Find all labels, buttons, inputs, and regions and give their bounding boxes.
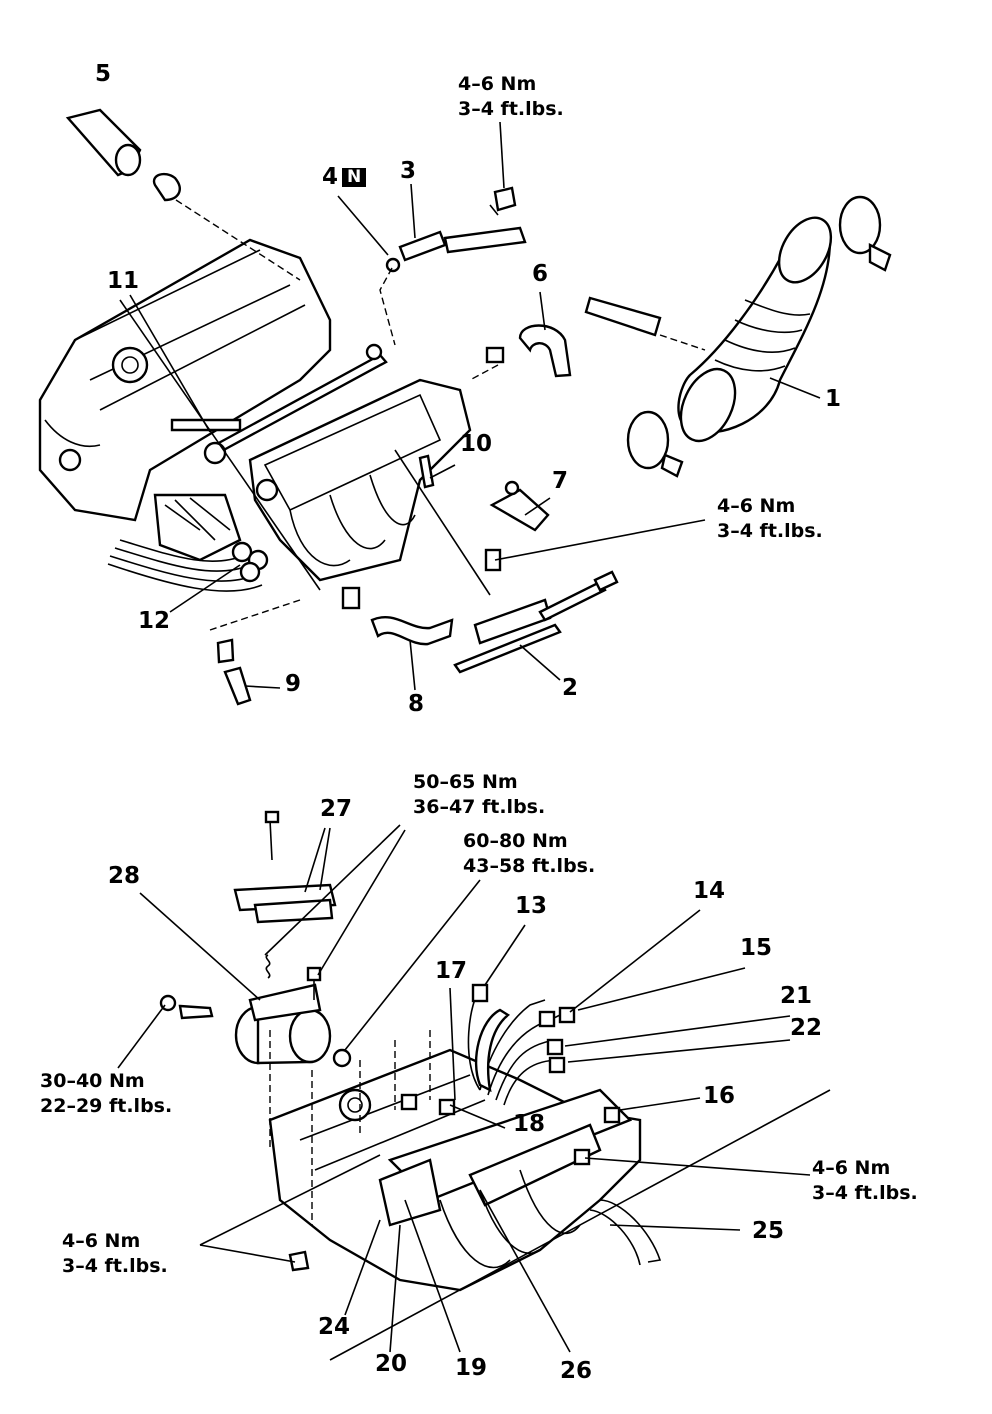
callout-25: 25 <box>752 1218 785 1244</box>
callout-27: 27 <box>320 796 353 822</box>
callout-26: 26 <box>560 1358 593 1384</box>
callout-5: 5 <box>95 61 112 87</box>
callout-22: 22 <box>790 1015 823 1041</box>
callout-13: 13 <box>515 893 548 919</box>
callout-18: 18 <box>513 1111 546 1137</box>
sensor-3 <box>398 230 447 262</box>
torque-nm: 4–6 Nm <box>812 1157 891 1179</box>
callout-8: 8 <box>408 691 425 717</box>
torque-nm: 4–6 Nm <box>458 73 537 95</box>
torque-ftlbs: 36–47 ft.lbs. <box>413 796 546 818</box>
torque-nm: 60–80 Nm <box>463 830 568 852</box>
torque-ftlbs: 3–4 ft.lbs. <box>62 1255 168 1277</box>
torque-nm: 4–6 Nm <box>62 1230 141 1252</box>
torque-spec-lower-right: 4–6 Nm 3–4 ft.lbs. <box>812 1156 918 1206</box>
callout-9: 9 <box>285 671 302 697</box>
clamp-5 <box>152 172 181 202</box>
hose-6 <box>518 324 572 378</box>
torque-nm: 30–40 Nm <box>40 1070 145 1092</box>
torque-spec-lower-left: 4–6 Nm 3–4 ft.lbs. <box>62 1229 168 1279</box>
torque-spec-bracket: 4–6 Nm 3–4 ft.lbs. <box>717 494 823 544</box>
new-part-badge: N <box>342 168 367 187</box>
torque-ftlbs: 22–29 ft.lbs. <box>40 1095 173 1117</box>
torque-ftlbs: 3–4 ft.lbs. <box>458 98 564 120</box>
clamp-top <box>838 195 882 255</box>
callout-17: 17 <box>435 958 468 984</box>
callout-1: 1 <box>825 386 842 412</box>
torque-ftlbs: 3–4 ft.lbs. <box>812 1182 918 1204</box>
callout-28: 28 <box>108 863 141 889</box>
callout-12: 12 <box>138 608 171 634</box>
callout-20: 20 <box>375 1351 408 1377</box>
torque-spec-filter: 30–40 Nm 22–29 ft.lbs. <box>40 1069 172 1119</box>
torque-spec-rail-b: 60–80 Nm 43–58 ft.lbs. <box>463 829 595 879</box>
callout-7: 7 <box>552 468 569 494</box>
torque-nm: 50–65 Nm <box>413 771 518 793</box>
callout-10: 10 <box>460 431 493 457</box>
hose-1-vac <box>584 296 662 337</box>
callout-2: 2 <box>562 675 579 701</box>
torque-nm: 4–6 Nm <box>717 495 796 517</box>
torque-spec-rail-a: 50–65 Nm 36–47 ft.lbs. <box>413 770 545 820</box>
top-engine-assembly <box>38 108 892 706</box>
callout-4-number: 4 <box>322 164 339 190</box>
torque-spec-top: 4–6 Nm 3–4 ft.lbs. <box>458 72 564 122</box>
callout-21: 21 <box>780 983 813 1009</box>
callout-24: 24 <box>318 1314 351 1340</box>
torque-ftlbs: 3–4 ft.lbs. <box>717 520 823 542</box>
callout-11: 11 <box>107 268 140 294</box>
clamp-bottom <box>626 410 670 470</box>
callout-15: 15 <box>740 935 773 961</box>
callout-6: 6 <box>532 261 549 287</box>
torque-ftlbs: 43–58 ft.lbs. <box>463 855 596 877</box>
bottom-engine-assembly <box>117 810 831 1361</box>
callout-3: 3 <box>400 158 417 184</box>
callout-14: 14 <box>693 878 726 904</box>
callout-16: 16 <box>703 1083 736 1109</box>
callout-19: 19 <box>455 1355 488 1381</box>
